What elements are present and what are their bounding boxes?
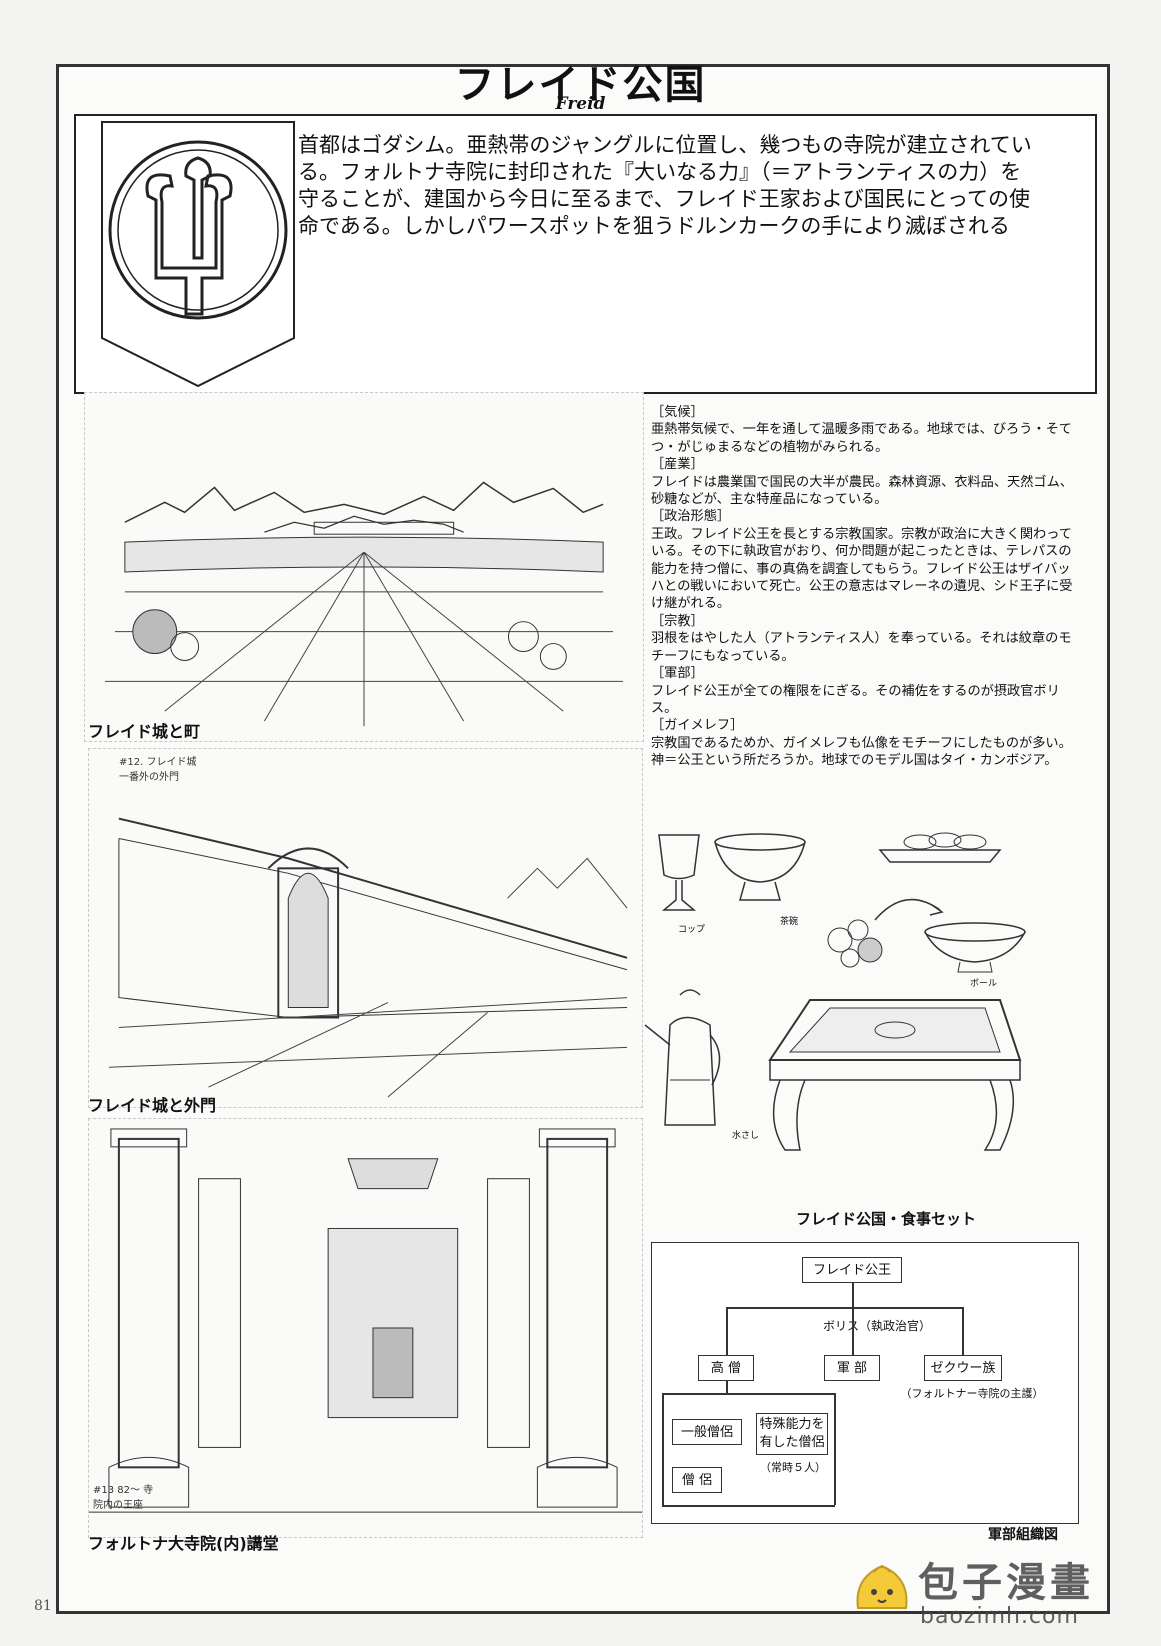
page-title: フレイド公国 <box>454 62 707 108</box>
watermark-brand: 包子漫畫 <box>918 1560 1094 1606</box>
note-text: フレイドは農業国で国民の大半が農民。森林資源、衣料品、天然ゴム、砂糖などが、主な… <box>651 474 1073 508</box>
org-node-lord: フレイド公王 <box>802 1257 902 1283</box>
watermark: 包子漫畫 baozimh.com <box>850 1548 1140 1638</box>
outer-gate-caption: フレイド城と外門 <box>88 1096 217 1115</box>
note-text: 王政。フレイド公王を長とする宗教国家。宗教が政治に大きく関わっている。その下に執… <box>651 526 1073 612</box>
note-text: 羽根をはやした人（アトランティス人）を奉っている。それは紋章のモチーフにもなって… <box>651 631 1072 664</box>
note-heading: ［ガイメレフ］ <box>651 718 744 734</box>
org-zekuu-note: （フォルトナー寺院の主護） <box>900 1387 1044 1400</box>
intro-line: 命である。しかしパワースポットを狙うドルンカークの手により滅ぼされる <box>298 214 1010 238</box>
crest-banner-icon <box>101 121 295 388</box>
intro-text: 首都はゴダシム。亜熱帯のジャングルに位置し、幾つもの寺院が建立されてい る。フォ… <box>298 132 1088 240</box>
tableware-caption: フレイド公国・食事セット <box>796 1210 977 1228</box>
castle-town-illustration <box>84 392 644 742</box>
fruit-sketch-icon <box>827 919 883 968</box>
page-number: 81 <box>34 1598 52 1614</box>
intro-line: 守ることが、建国から今日に至るまで、フレイド王家および国民にとっての使 <box>298 187 1031 211</box>
org-chart: フレイド公王 ボリス（執政治官） 高 僧 軍 部 ゼクウー族 （フォルトナー寺院… <box>651 1242 1079 1524</box>
kettle-sketch-icon <box>644 989 721 1126</box>
plate-sketch-icon <box>924 922 1026 973</box>
intro-line: 首都はゴダシム。亜熱帯のジャングルに位置し、幾つもの寺院が建立されてい <box>298 133 1032 157</box>
temple-hall-caption: フォルトナ大寺院(内)講堂 <box>88 1534 279 1553</box>
notes-column: ［気候］ 亜熱帯気候で、一年を通して温暖多雨である。地球では、びろう・そてつ・が… <box>651 404 1083 770</box>
note-heading: ［軍部］ <box>651 666 704 682</box>
org-special-note: （常時５人） <box>760 1461 826 1474</box>
bun-logo-icon <box>856 1564 908 1609</box>
note-text: フレイド公王が全ての権限をにぎる。その補佐をするのが摂政官ボリス。 <box>651 683 1060 716</box>
note-heading: ［産業］ <box>651 457 704 473</box>
org-node-zekuu: ゼクウー族 <box>924 1355 1002 1381</box>
outer-gate-illustration: #12. フレイド城 一番外の外門 <box>88 748 643 1108</box>
bowl-label: 茶碗 <box>780 917 799 927</box>
org-node-regent: ボリス（執政治官） <box>822 1319 931 1333</box>
outer-gate-sketch-note: #12. フレイド城 一番外の外門 <box>119 757 197 783</box>
page-subtitle: Freid <box>555 94 606 114</box>
bowl-sketch-icon <box>714 833 806 901</box>
note-text: 宗教国であるためか、ガイメレフも仏像をモチーフにしたものが多い。神＝公王という所… <box>651 735 1072 769</box>
temple-hall-illustration: #13 82〜 寺院内の王座 <box>88 1118 643 1538</box>
castle-town-caption: フレイド城と町 <box>88 722 201 741</box>
arrow-icon <box>874 898 944 921</box>
tableware-sketches: コップ 茶碗 ボール 水さし <box>640 820 1080 1200</box>
org-node-monk: 僧 侶 <box>672 1467 722 1493</box>
org-node-general-monk: 一般僧侶 <box>672 1419 742 1445</box>
note-heading: ［気候］ <box>651 405 704 420</box>
cup-label: コップ <box>678 925 706 935</box>
note-heading: ［政治形態］ <box>651 509 731 525</box>
watermark-url: baozimh.com <box>920 1604 1079 1629</box>
tray-sketch-icon <box>878 832 1002 863</box>
plate-label: ボール <box>970 979 998 989</box>
temple-sketch-note: #13 82〜 寺院内の王座 <box>93 1485 154 1511</box>
org-node-special-monk: 特殊能力を有した僧侶 <box>756 1413 828 1455</box>
kettle-label: 水さし <box>732 1131 760 1141</box>
intro-line: る。フォルトナ寺院に封印された『大いなる力』（＝アトランティスの力）を <box>298 160 1022 184</box>
cup-sketch-icon <box>658 834 700 911</box>
note-text: 亜熱帯気候で、一年を通して温暖多雨である。地球では、びろう・そてつ・がじゅまるな… <box>651 422 1072 455</box>
org-chart-caption: 軍部組織図 <box>988 1527 1058 1543</box>
org-node-military: 軍 部 <box>824 1355 880 1381</box>
org-node-high-priest: 高 僧 <box>698 1355 754 1381</box>
table-sketch-icon <box>768 999 1022 1151</box>
note-heading: ［宗教］ <box>651 613 704 629</box>
